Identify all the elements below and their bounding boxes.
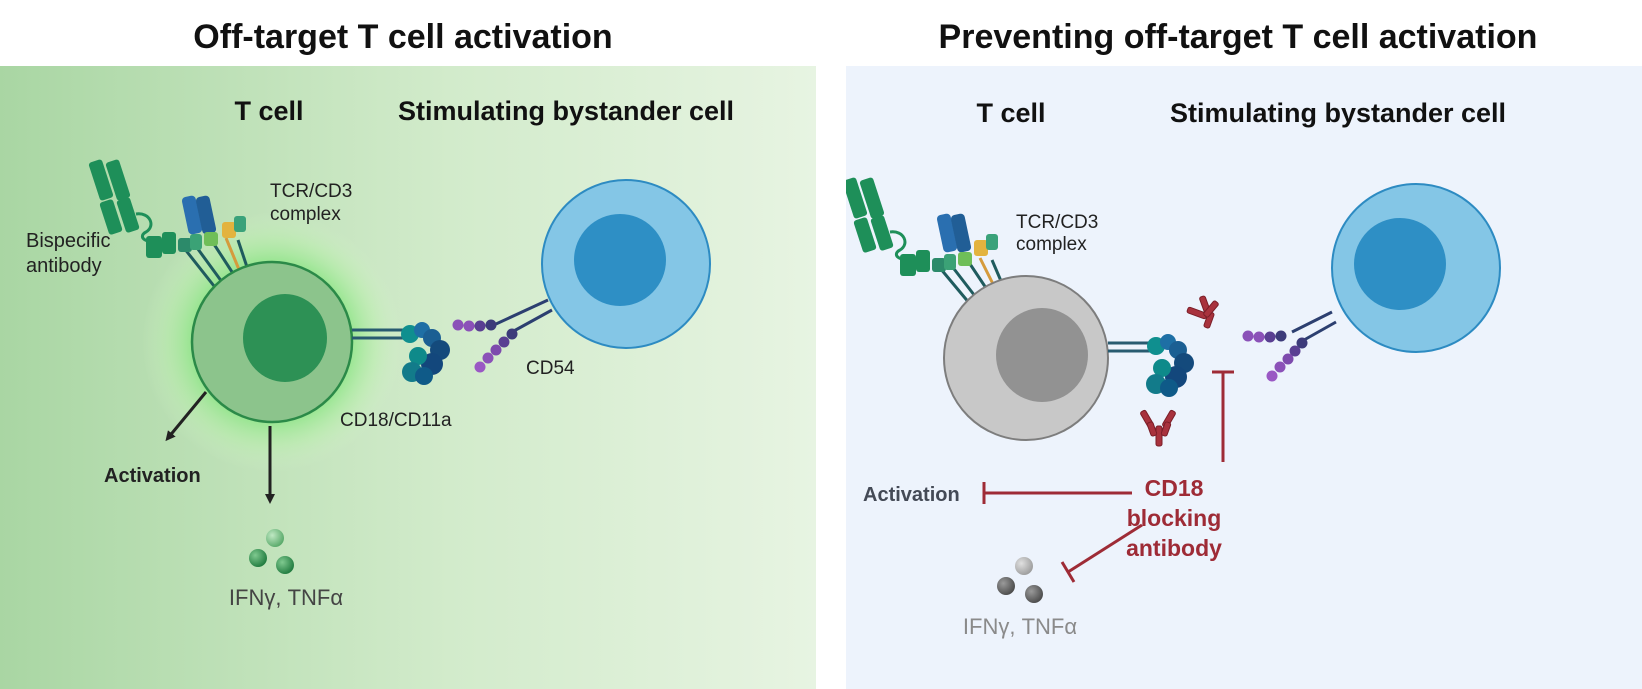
left-panel-title: Off-target T cell activation	[193, 18, 613, 56]
cytokine-particles-grey	[997, 557, 1043, 603]
left-panel: T cell Stimulating bystander cell TCR/CD…	[0, 0, 816, 689]
cd18-receptor-blocked	[1108, 334, 1194, 397]
cd54-receptor	[452, 298, 553, 373]
blocking-antibody-label-line2: blocking	[1127, 505, 1222, 531]
bispecific-label-line2: antibody	[26, 255, 102, 277]
cd54-label: CD54	[526, 358, 575, 379]
tcr-label-line2-right: complex	[1016, 234, 1087, 255]
tcr-cd3-complex	[178, 195, 250, 287]
cytokines-label: IFNγ, TNFα	[229, 585, 343, 610]
t-cell-nucleus	[243, 294, 327, 382]
left-diagram: T cell Stimulating bystander cell TCR/CD…	[0, 66, 816, 689]
activation-label: Activation	[104, 465, 201, 487]
cd18-cd11a-label: CD18/CD11a	[340, 410, 452, 431]
tcr-label-line1-right: TCR/CD3	[1016, 212, 1098, 233]
bystander-cell-label: Stimulating bystander cell	[398, 96, 734, 126]
right-panel-title: Preventing off-target T cell activation	[938, 18, 1538, 56]
inhibition-lines	[982, 370, 1234, 583]
tcr-cd3-complex-blocked	[932, 213, 1006, 305]
bispecific-label-line1: Bispecific	[26, 230, 110, 252]
bystander-cell-label-right: Stimulating bystander cell	[1170, 98, 1506, 128]
right-panel: T cell Stimulating bystander cell TCR/CD…	[846, 0, 1642, 689]
bystander-cell-nucleus	[574, 214, 666, 306]
inhibition-line-cytokines	[1067, 523, 1143, 574]
cd18-cd11a-receptor	[352, 322, 450, 385]
tcr-label-line1: TCR/CD3	[270, 181, 352, 202]
right-diagram: T cell Stimulating bystander cell TCR/CD…	[846, 66, 1642, 689]
blocking-antibody-label-line3: antibody	[1126, 535, 1222, 561]
t-cell-inactive-nucleus	[996, 308, 1088, 402]
activation-arrow	[165, 391, 208, 442]
t-cell-label: T cell	[234, 96, 303, 126]
blocking-antibody-bottom	[1140, 409, 1176, 447]
cd54-receptor-right	[1242, 310, 1337, 382]
cytokines-label-right: IFNγ, TNFα	[963, 614, 1077, 639]
cytokine-particles	[249, 529, 294, 574]
t-cell-label-right: T cell	[976, 98, 1045, 128]
inhibition-bar-cytokines	[1060, 561, 1076, 583]
bystander-cell-nucleus-right	[1354, 218, 1446, 310]
bispecific-antibody	[88, 159, 176, 258]
tcr-label-line2: complex	[270, 204, 341, 225]
blocking-antibody-top	[1186, 295, 1219, 329]
blocking-antibody-label-line1: CD18	[1145, 475, 1204, 501]
bispecific-antibody-right	[846, 177, 930, 276]
activation-label-right: Activation	[863, 484, 960, 506]
